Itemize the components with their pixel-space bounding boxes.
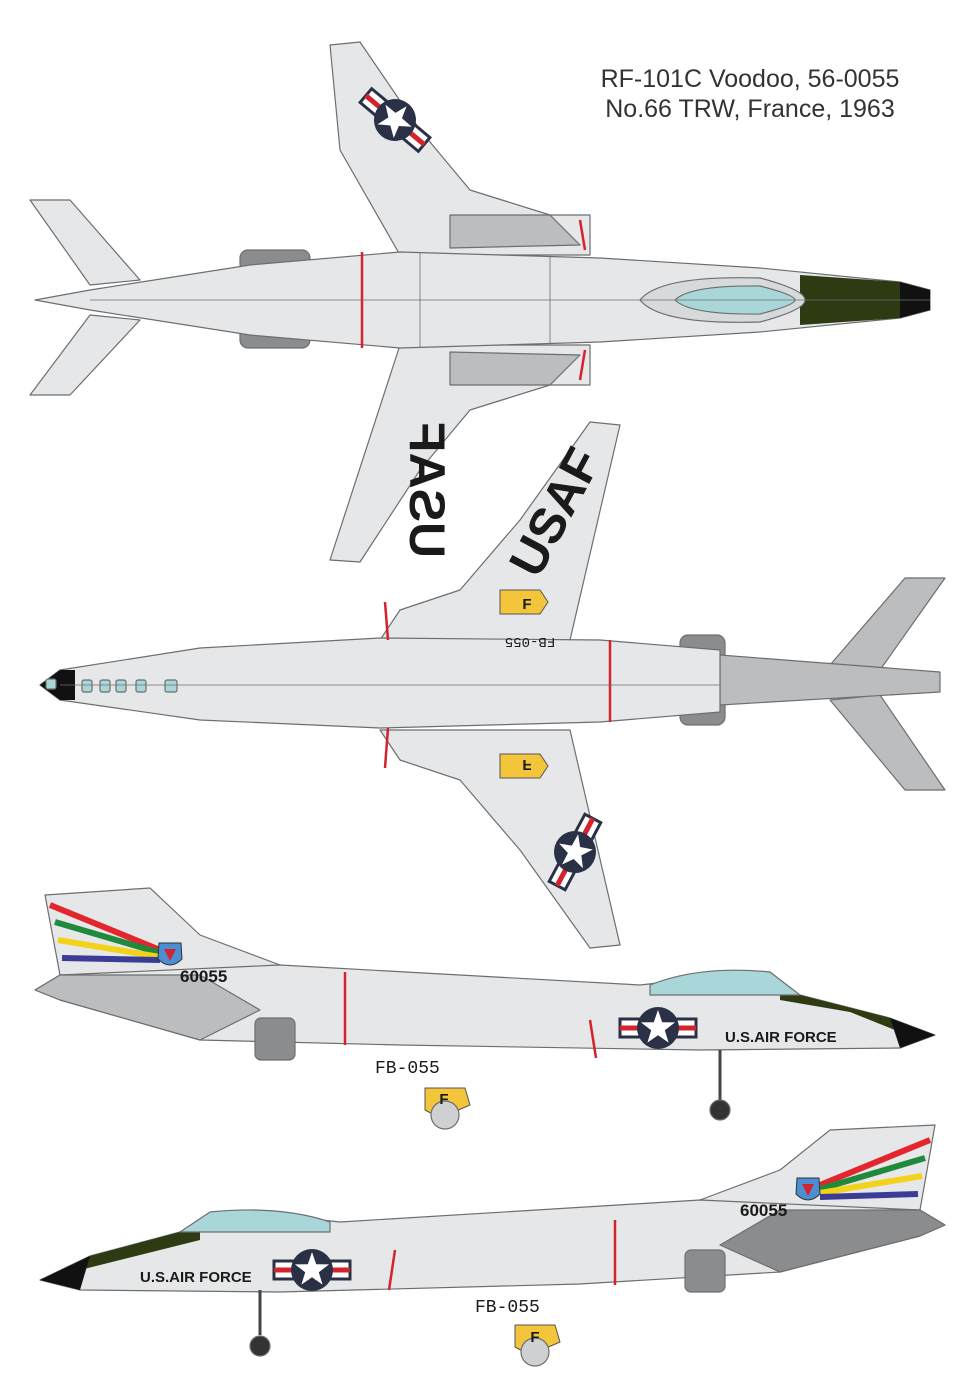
gear-door-lower: F [499,753,549,779]
squadron-emblem-icon [795,1177,821,1201]
door-letter-lower: F [522,756,531,773]
fuselage-lettering-left: U.S.AIR FORCE [725,1029,837,1046]
buzz-number-left: FB-055 [375,1059,440,1079]
side-view-left [34,887,936,1130]
squadron-emblem-icon [157,942,183,966]
door-letter-right: F [530,1329,539,1346]
buzz-number-bottom: FB-055 [505,633,555,649]
tail-serial-left: 60055 [180,967,227,986]
bottom-view [39,421,946,949]
lower-wing-usaf: USAF [399,422,455,558]
fuselage-lettering-right: U.S.AIR FORCE [140,1269,252,1286]
buzz-number-right: FB-055 [475,1298,540,1318]
caption: RF-101C Voodoo, 56-0055 No.66 TRW, Franc… [560,64,940,124]
door-letter-upper: F [522,596,531,613]
caption-title: RF-101C Voodoo, 56-0055 [600,65,900,93]
gear-door-upper: F [499,589,549,615]
caption-unit: No.66 TRW, France, 1963 [605,95,895,123]
tail-serial-right: 60055 [740,1201,787,1220]
top-view [29,41,931,563]
side-view-right [39,1124,946,1367]
door-letter-left: F [439,1091,448,1108]
